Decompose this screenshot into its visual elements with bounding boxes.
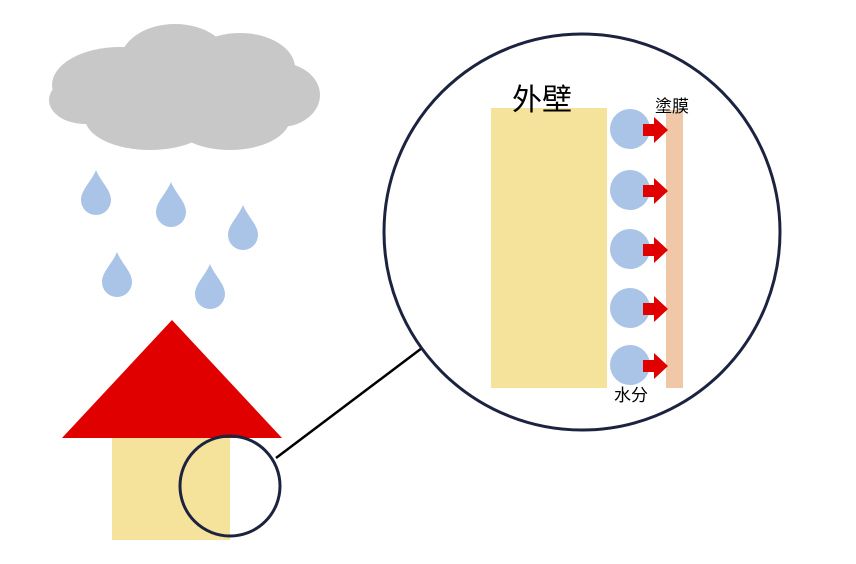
arrow-icon bbox=[643, 353, 668, 379]
paint-film-layer bbox=[666, 110, 683, 388]
raindrop bbox=[228, 205, 258, 250]
magnifier-small-circle bbox=[178, 434, 282, 538]
house-roof bbox=[62, 320, 282, 438]
raindrop bbox=[102, 252, 132, 297]
moisture-droplet bbox=[610, 170, 650, 210]
moisture-droplet bbox=[610, 345, 650, 385]
arrow-icon bbox=[643, 178, 668, 204]
house bbox=[62, 320, 282, 540]
moisture-row bbox=[610, 109, 668, 149]
raindrops bbox=[81, 170, 258, 309]
raindrop bbox=[195, 264, 225, 309]
moisture-group bbox=[610, 109, 668, 385]
outer-wall-block bbox=[491, 108, 607, 388]
magnifier-large-circle bbox=[382, 32, 782, 432]
arrow-icon bbox=[643, 296, 668, 322]
outer-wall-label: 外壁 bbox=[512, 83, 572, 118]
house-wall bbox=[112, 438, 230, 540]
moisture-droplet bbox=[610, 229, 650, 269]
moisture-label: 水分 bbox=[614, 386, 648, 406]
magnifier-connector-line bbox=[275, 347, 423, 459]
cloud bbox=[49, 24, 320, 150]
moisture-row bbox=[610, 170, 668, 210]
moisture-row bbox=[610, 288, 668, 328]
raindrop bbox=[156, 182, 186, 227]
moisture-row bbox=[610, 345, 668, 385]
raindrop bbox=[81, 170, 111, 215]
moisture-droplet bbox=[610, 288, 650, 328]
moisture-droplet bbox=[610, 109, 650, 149]
moisture-row bbox=[610, 229, 668, 269]
arrow-icon bbox=[643, 117, 668, 143]
arrow-icon bbox=[643, 237, 668, 263]
paint-film-label: 塗膜 bbox=[655, 96, 689, 117]
